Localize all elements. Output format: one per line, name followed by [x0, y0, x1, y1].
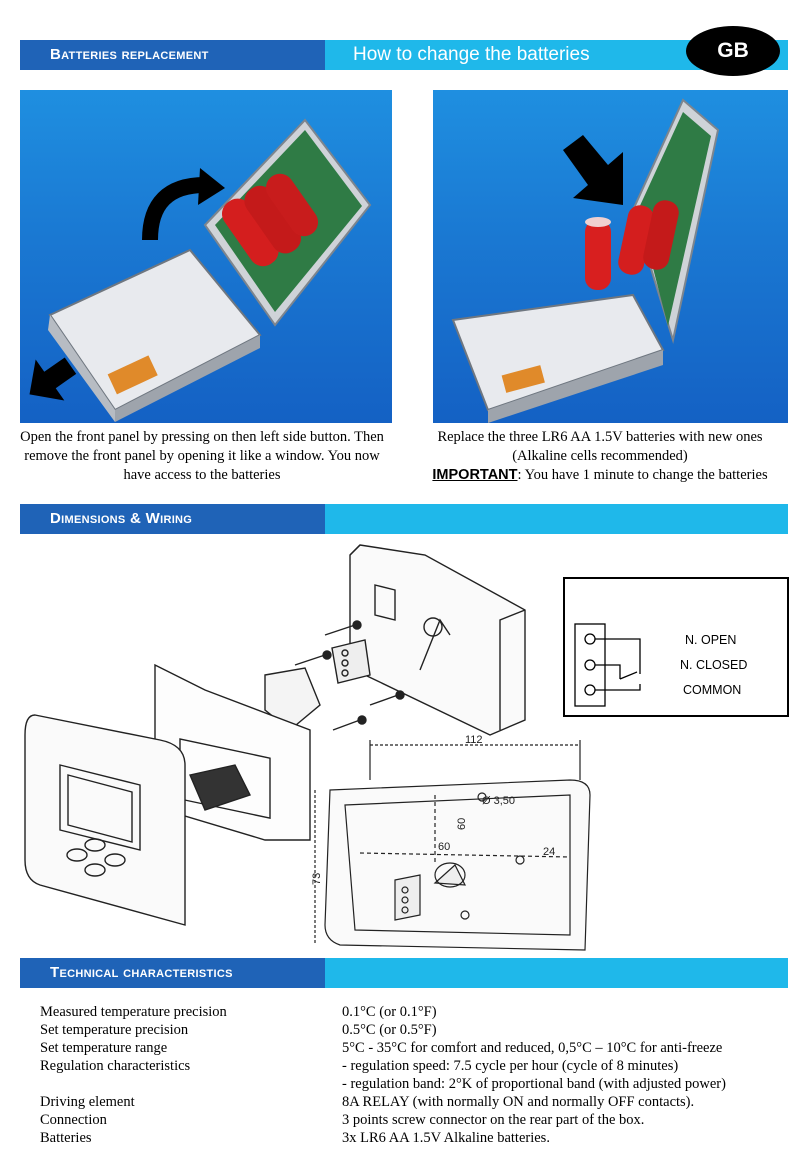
dim-60-vertical-label: 60: [456, 818, 468, 830]
list-item: Regulation characteristics- regulation s…: [40, 1058, 679, 1074]
open-panel-illustration: [20, 90, 392, 423]
list-item: - regulation band: 2°K of proportional b…: [342, 1076, 726, 1092]
dim-hole-label: Ø 3,50: [482, 795, 515, 807]
wiring-label-n-open: N. OPEN: [685, 633, 737, 647]
dimensions-drawing: 112 73 60 60 24 Ø 3,50: [300, 734, 600, 965]
replace-batteries-illustration: [433, 90, 788, 423]
technical-section-header: Technical characteristics: [20, 958, 788, 988]
important-note: IMPORTANT: You have 1 minute to change t…: [405, 466, 795, 485]
batteries-section-header: Batteries replacement How to change the …: [20, 40, 788, 70]
dimensions-section-title: Dimensions & Wiring: [20, 504, 325, 534]
important-label: IMPORTANT: [432, 467, 518, 483]
dim-73-label: 73: [311, 873, 323, 885]
right-caption-line-2: (Alkaline cells recommended): [512, 448, 688, 464]
technical-section-bar: [325, 958, 788, 988]
dim-24-label: 24: [543, 846, 555, 858]
technical-section-title: Technical characteristics: [20, 958, 325, 988]
left-caption: Open the front panel by pressing on then…: [20, 429, 384, 483]
exploded-view-drawing: [20, 540, 560, 940]
wiring-label-n-closed: N. CLOSED: [680, 658, 748, 672]
dimensions-section-header: Dimensions & Wiring: [20, 504, 788, 534]
dim-112-label: 112: [465, 735, 483, 746]
batteries-section-title: Batteries replacement: [20, 40, 325, 70]
wiring-label-common: COMMON: [683, 683, 742, 697]
dimensions-section-bar: [325, 504, 788, 534]
important-text: : You have 1 minute to change the batter…: [517, 467, 768, 483]
dim-60-horizontal-label: 60: [438, 841, 450, 853]
right-caption: Replace the three LR6 AA 1.5V batteries …: [405, 428, 795, 485]
language-badge: GB: [686, 26, 780, 76]
wiring-diagram: N. OPEN N. CLOSED COMMON: [563, 577, 789, 717]
right-caption-line-1: Replace the three LR6 AA 1.5V batteries …: [437, 429, 763, 445]
